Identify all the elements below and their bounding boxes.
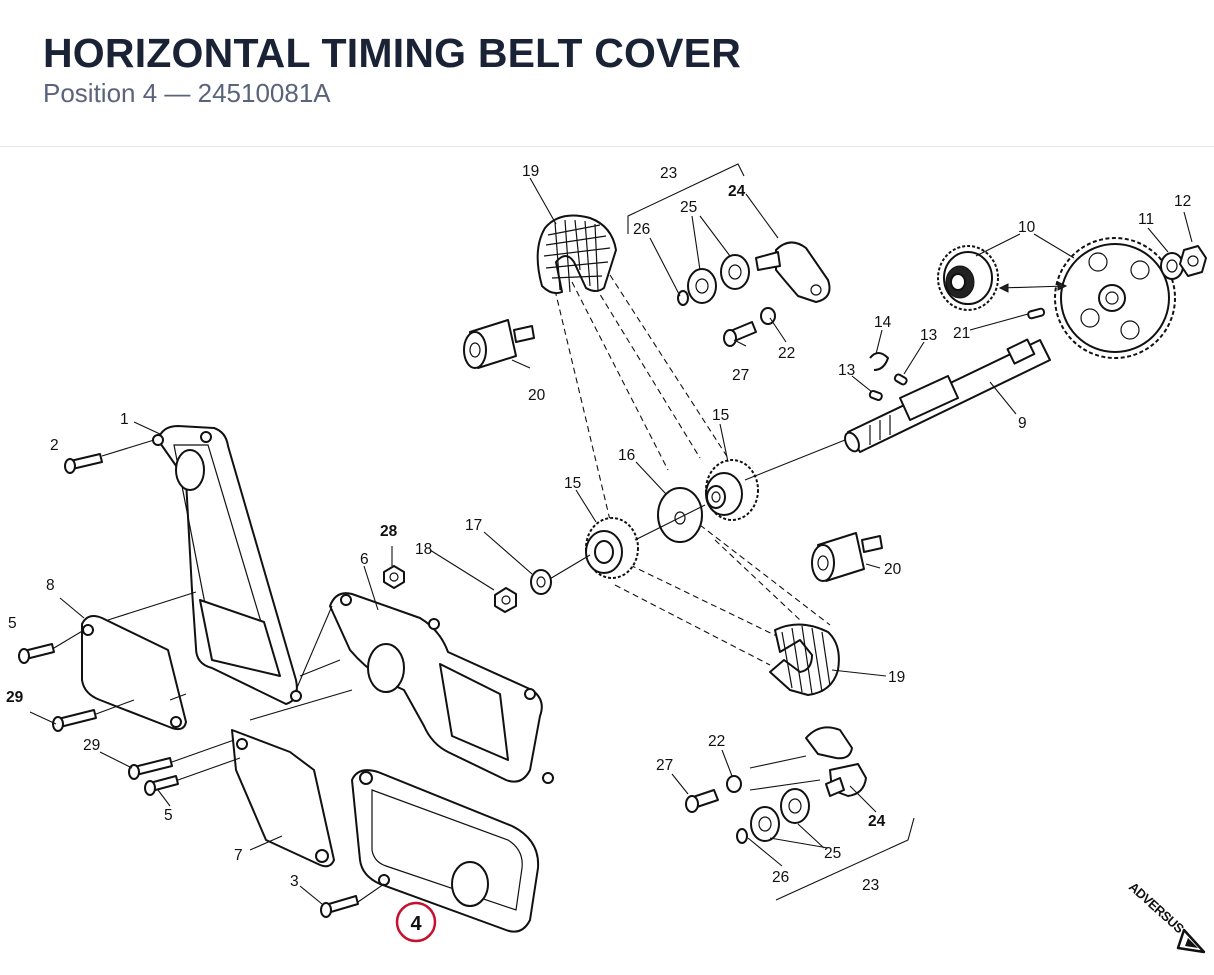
cover-4[interactable] — [351, 769, 540, 933]
screw-29-left[interactable] — [52, 709, 97, 732]
nut-28[interactable] — [383, 565, 405, 589]
camshaft[interactable] — [842, 338, 1051, 454]
callout-25-upper: 25 — [680, 199, 697, 216]
callout-29-left: 29 — [6, 689, 24, 706]
callout-26-upper: 26 — [633, 221, 650, 238]
cover-6[interactable] — [329, 592, 554, 784]
callout-16: 16 — [618, 447, 635, 464]
page-header: HORIZONTAL TIMING BELT COVER Position 4 … — [0, 0, 1214, 147]
washer-11[interactable] — [1160, 252, 1184, 280]
callout-6: 6 — [360, 551, 369, 568]
callout-20-upper: 20 — [528, 387, 546, 404]
screw-29-mid[interactable] — [128, 757, 173, 780]
callout-24-lower: 24 — [868, 813, 886, 830]
timing-belt-upper[interactable] — [536, 214, 617, 295]
circlip-14[interactable] — [869, 352, 889, 371]
callout-14: 14 — [874, 314, 892, 331]
pulley-15-lower[interactable] — [585, 517, 639, 579]
callout-27-lower: 27 — [656, 757, 673, 774]
washer-17[interactable] — [530, 569, 552, 595]
screw-2[interactable] — [64, 453, 103, 474]
belt-path-lines — [554, 274, 831, 666]
callout-8: 8 — [46, 577, 55, 594]
callout-12: 12 — [1174, 193, 1191, 210]
pulley-15-upper[interactable] — [705, 459, 759, 521]
highlighted-callout-4[interactable]: 4 — [395, 901, 437, 943]
callout-24-upper: 24 — [728, 183, 746, 200]
callout-18: 18 — [415, 541, 432, 558]
nut-12[interactable] — [1179, 245, 1207, 277]
flange-16[interactable] — [657, 487, 703, 543]
screw-5-left[interactable] — [18, 643, 55, 664]
timing-belt-lower[interactable] — [769, 623, 840, 696]
callout-23-upper: 23 — [660, 165, 677, 182]
rear-cover-1[interactable] — [152, 425, 302, 705]
camshaft-gear-large[interactable] — [1054, 237, 1176, 359]
callout-19-lower: 19 — [888, 669, 905, 686]
callout-21: 21 — [953, 325, 970, 342]
callout-1: 1 — [120, 411, 129, 428]
cover-8[interactable] — [81, 615, 187, 731]
callout-19-upper: 19 — [522, 163, 539, 180]
roller-20-upper[interactable] — [463, 319, 535, 369]
callout-7: 7 — [234, 847, 243, 864]
callout-29-mid: 29 — [83, 737, 100, 754]
callout-27-upper: 27 — [732, 367, 749, 384]
callout-28: 28 — [380, 523, 398, 540]
tensioner-assembly-upper[interactable] — [677, 241, 831, 347]
page-subtitle: Position 4 — 24510081A — [43, 78, 331, 108]
screw-5-mid[interactable] — [144, 775, 179, 796]
key-13a[interactable] — [893, 373, 908, 386]
callout-15-upper: 15 — [712, 407, 729, 424]
callout-11: 11 — [1138, 211, 1154, 228]
callout-5-mid: 5 — [164, 807, 173, 824]
callout-22-lower: 22 — [708, 733, 725, 750]
callout-15-lower: 15 — [564, 475, 581, 492]
roller-20-lower[interactable] — [811, 532, 883, 582]
callout-5-left: 5 — [8, 615, 17, 632]
nut-18[interactable] — [494, 587, 517, 613]
callout-4-label: 4 — [410, 913, 422, 935]
callout-3: 3 — [290, 873, 299, 890]
callout-10: 10 — [1018, 219, 1036, 236]
screw-3[interactable] — [320, 895, 359, 918]
callout-17: 17 — [465, 517, 482, 534]
leader-lines — [29, 177, 1193, 905]
adversus-logo-text: ADVERSUS — [1126, 879, 1187, 936]
callout-22-upper: 22 — [778, 345, 795, 362]
key-21[interactable] — [1027, 307, 1046, 320]
callout-13-upper: 13 — [920, 327, 937, 344]
callout-2: 2 — [50, 437, 59, 454]
camshaft-gear-small[interactable] — [937, 245, 999, 311]
callout-23-lower: 23 — [862, 877, 879, 894]
adversus-logo: ADVERSUS — [1126, 879, 1206, 954]
key-13b[interactable] — [868, 389, 883, 401]
callout-26-lower: 26 — [772, 869, 789, 886]
tensioner-assembly-lower[interactable] — [685, 726, 867, 844]
callout-20-lower: 20 — [884, 561, 902, 578]
callout-9: 9 — [1018, 415, 1027, 432]
cover-7[interactable] — [231, 729, 335, 868]
callout-25-lower: 25 — [824, 845, 841, 862]
page-title: HORIZONTAL TIMING BELT COVER — [43, 30, 742, 76]
callout-13-lower: 13 — [838, 362, 855, 379]
